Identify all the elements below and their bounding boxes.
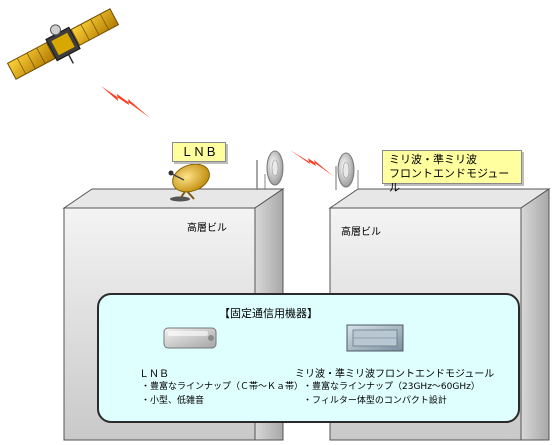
left-building-label: 高層ビル [187, 223, 227, 234]
lnb-device-image [163, 327, 217, 349]
satellite-signal-lightning [101, 86, 150, 118]
lnb-item-bullet: ・豊富なラインナップ（Ｃ帯〜Ｋａ帯） [141, 382, 304, 392]
frontend-module-image [346, 324, 404, 352]
frontend-label-line1: ミリ波・準ミリ波 [389, 153, 477, 166]
right-mmwave-antenna-icon [335, 152, 359, 190]
lnb-label: ＬＮＢ [180, 145, 217, 159]
equipment-panel-title: 【固定通信用機器】 [219, 307, 318, 320]
equipment-panel: 【固定通信用機器】 ＬＮＢ ・豊富なラインナップ（Ｃ帯〜Ｋａ帯） ・小型、低雑音… [97, 293, 520, 423]
lnb-item-bullet: ・小型、低雑音 [141, 396, 205, 406]
satellite-dish-icon [168, 163, 210, 202]
satellite-icon [6, 8, 120, 80]
frontend-label-line2: フロントエンドモジュール [389, 167, 510, 194]
lnb-label-box: ＬＮＢ [172, 142, 226, 162]
right-building-label: 高層ビル [341, 227, 381, 238]
frontend-item-name: ミリ波・準ミリ波フロントエンドモジュール [295, 369, 495, 380]
frontend-item-bullet: ・フィルター体型のコンパクト設計 [303, 396, 447, 406]
frontend-item-bullet: ・豊富なラインナップ（23GHz〜60GHz） [303, 382, 480, 392]
left-mmwave-antenna-icon [256, 150, 284, 190]
lnb-item-name: ＬＮＢ [139, 369, 169, 380]
frontend-label-box: ミリ波・準ミリ波 フロントエンドモジュール [382, 150, 522, 194]
mmwave-link-lightning [290, 150, 333, 176]
